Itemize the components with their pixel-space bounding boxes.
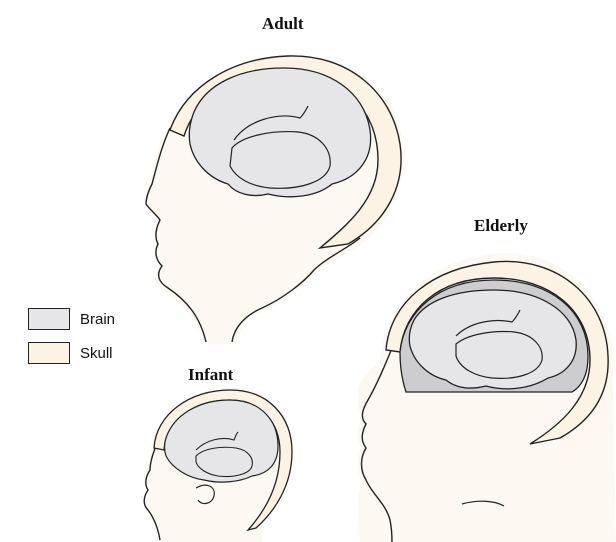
infant-head <box>144 388 292 542</box>
legend-item-brain: Brain <box>28 308 115 330</box>
skull-swatch <box>28 342 70 364</box>
brain-swatch <box>28 308 70 330</box>
adult-temporal-lobe <box>230 132 330 189</box>
legend-label-skull: Skull <box>80 345 113 362</box>
elderly-title: Elderly <box>474 216 528 236</box>
elderly-temporal-lobe <box>456 332 542 379</box>
infant-title: Infant <box>188 365 233 385</box>
adult-head <box>145 55 404 344</box>
legend-label-brain: Brain <box>80 311 115 328</box>
elderly-head <box>357 253 616 542</box>
legend-item-skull: Skull <box>28 342 113 364</box>
adult-title: Adult <box>262 14 304 34</box>
